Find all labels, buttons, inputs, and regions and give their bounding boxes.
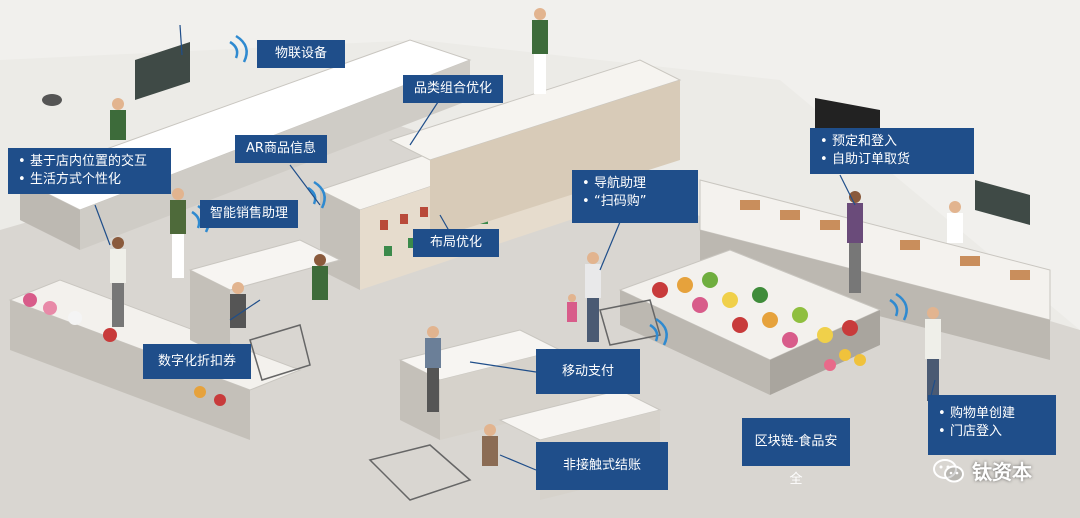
- label-line: 预定和登入: [820, 133, 964, 151]
- label-mobile-payment: 移动支付: [536, 349, 640, 394]
- label-line: “扫码购”: [582, 193, 688, 211]
- label-line: 基于店内位置的交互: [18, 153, 161, 171]
- label-layout-optimization: 布局优化: [413, 229, 499, 257]
- people: [110, 8, 963, 466]
- camera-icon: [42, 94, 62, 106]
- wechat-icon: [933, 458, 964, 482]
- label-ar-product-info: AR商品信息: [235, 135, 327, 163]
- label-navigation: 导航助理 “扫码购”: [572, 170, 698, 223]
- label-line: 门店登入: [938, 423, 1046, 441]
- label-line: 自助订单取货: [820, 151, 964, 169]
- watermark-text: 钛资本: [972, 460, 1032, 484]
- label-digital-coupon: 数字化折扣券: [143, 344, 251, 379]
- chalkboard-sign: [135, 42, 190, 100]
- label-shopping-list: 购物单创建 门店登入: [928, 395, 1056, 455]
- label-smart-sales-assistant: 智能销售助理: [200, 200, 298, 228]
- label-contactless-checkout: 非接触式结账: [536, 442, 668, 490]
- label-reservation-pickup: 预定和登入 自助订单取货: [810, 128, 974, 174]
- label-iot-devices: 物联设备: [257, 40, 345, 68]
- label-line: 购物单创建: [938, 405, 1046, 423]
- label-category-optimization: 品类组合优化: [403, 75, 503, 103]
- label-location-interaction: 基于店内位置的交互 生活方式个性化: [8, 148, 171, 194]
- watermark: 钛资本: [932, 456, 1032, 485]
- callout-lines: [94, 24, 936, 471]
- label-line: 导航助理: [582, 175, 688, 193]
- label-line: 生活方式个性化: [18, 171, 161, 189]
- label-blockchain-food-safety: 区块链-食品安全: [742, 418, 850, 487]
